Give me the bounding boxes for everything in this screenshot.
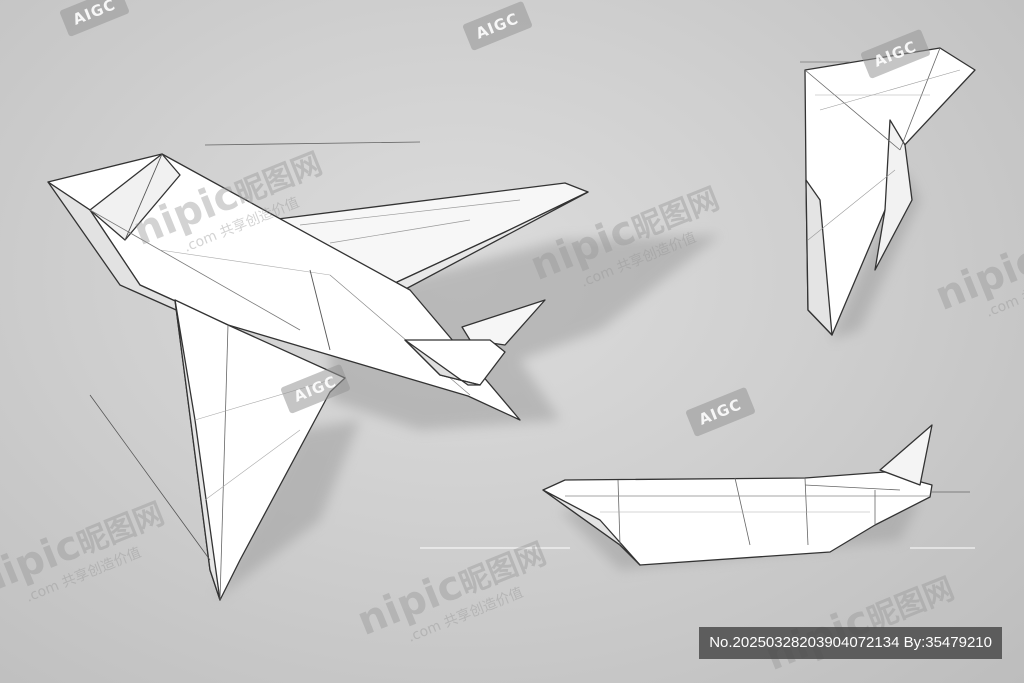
- image-id-bar: No.20250328203904072134 By:35479210: [699, 627, 1002, 659]
- origami-plane-large: [47, 141, 589, 601]
- origami-plane-top-view: [800, 47, 976, 336]
- origami-plane-side-view: [420, 424, 975, 566]
